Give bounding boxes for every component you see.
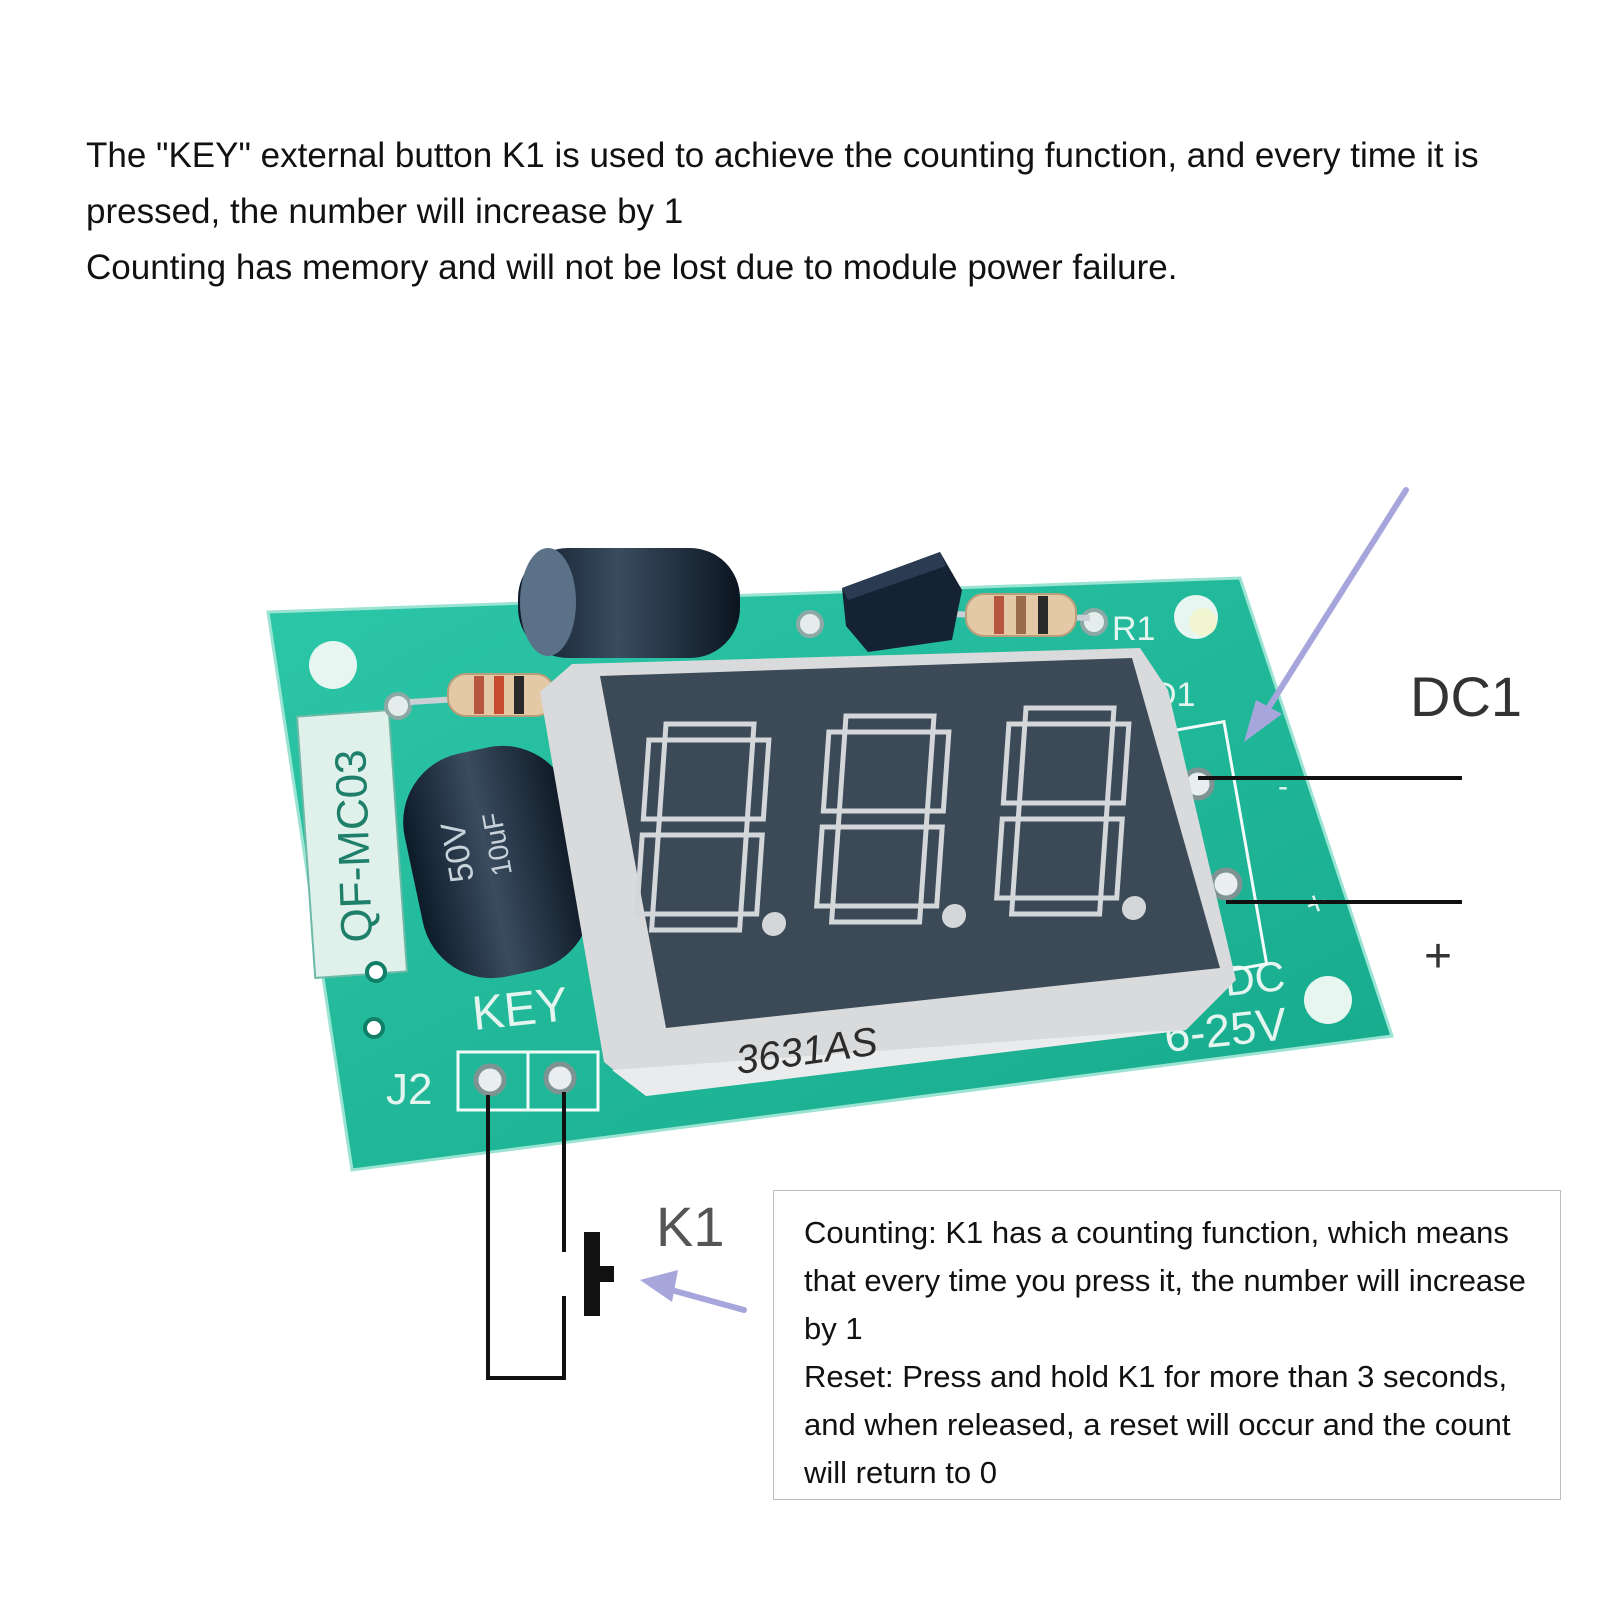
counting-note: Counting: K1 has a counting function, wh… [804,1215,1526,1346]
capacitor-left: 50V 10uF [403,745,591,979]
digit-segment [738,832,765,917]
minus-silkscreen: - [1278,770,1288,803]
digit-segment [918,824,945,909]
arrow-head-icon [640,1270,678,1302]
display-digit [634,721,787,936]
resistor-right [949,593,1091,637]
j2-pad [543,1061,577,1095]
transistor [842,552,962,652]
j2-pad [473,1063,507,1097]
decimal-point [761,912,787,936]
j2-connector [456,1050,600,1112]
digit-segment [1104,721,1132,806]
digit-segment [820,729,848,814]
digit-segment [842,713,937,735]
pad [384,692,412,720]
mounting-hole [309,641,357,689]
pad [363,1017,385,1039]
k1-label: K1 [656,1195,725,1258]
intro-text: The "KEY" external button K1 is used to … [86,128,1546,296]
model-label: QF-MC03 [295,709,409,979]
display-digits [634,705,1147,936]
digit-segment [828,903,924,925]
decimal-point [941,904,967,928]
digit-segment [662,721,757,743]
k1-arrow [640,1270,747,1313]
display-digit [994,705,1147,920]
r1-silkscreen: R1 [1112,610,1155,648]
mounting-hole [1304,976,1352,1024]
dc-arrow [1244,487,1409,742]
digit-segment [1000,721,1028,806]
digit-segment [648,911,744,933]
dc1-label: DC1 [1410,665,1522,728]
k1-wiring [486,1092,614,1380]
digit-segment [1015,800,1111,822]
capacitor-top [518,548,740,658]
intro-line-1: The "KEY" external button K1 is used to … [86,136,1479,231]
k1-function-note: Counting: K1 has a counting function, wh… [773,1190,1561,1500]
digit-segment [814,824,841,909]
digit-segment [994,816,1021,901]
digit-segment [1098,816,1125,901]
pad [1080,608,1108,636]
digit-segment [1022,705,1117,727]
k1-switch-actuator [584,1232,600,1316]
arrow-head-icon [1244,700,1282,742]
digit-segment [640,737,668,822]
digit-segment [1008,895,1104,917]
digit-segment [835,808,931,830]
digit-segment [655,816,751,838]
seven-segment-display: 3631AS [540,648,1236,1096]
key-silkscreen: KEY [470,978,571,1041]
decimal-point [1121,896,1147,920]
intro-line-2: Counting has memory and will not be lost… [86,248,1178,287]
model-text: QF-MC03 [326,749,382,944]
digit-segment [744,737,772,822]
pad [796,610,824,638]
plus-label: + [1424,930,1452,983]
digit-segment [634,832,661,917]
display-digit [814,713,967,928]
reset-note: Reset: Press and hold K1 for more than 3… [804,1359,1511,1490]
j2-silkscreen: J2 [386,1065,432,1114]
digit-segment [924,729,952,814]
pad [365,961,387,983]
